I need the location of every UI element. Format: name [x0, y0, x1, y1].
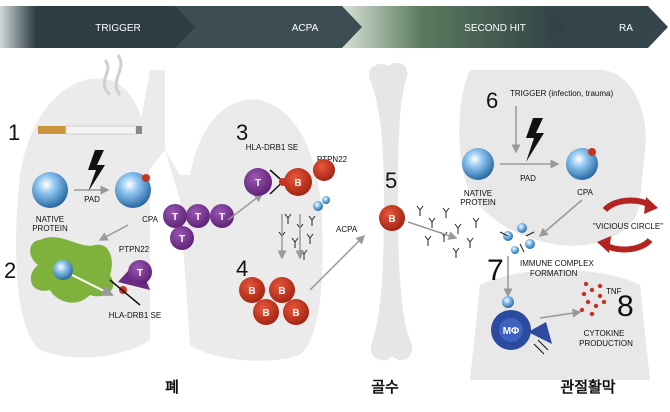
svg-text:T: T [255, 178, 261, 189]
step-number-5: 5 [385, 168, 397, 193]
plasma-b-cell [379, 205, 405, 231]
svg-text:B: B [262, 308, 269, 319]
stage-label-ra: RA [619, 23, 633, 34]
native-protein-sphere-2 [462, 148, 494, 180]
svg-text:B: B [292, 308, 299, 319]
lightning-icon-2 [526, 118, 544, 162]
step-number-2: 2 [4, 258, 16, 283]
stage-arrow-second-hit [342, 6, 570, 48]
tnf-label: TNF [606, 287, 622, 296]
native-protein-label-line1: NATIVE [36, 215, 64, 224]
svg-text:T: T [179, 234, 185, 245]
native-protein-sphere [32, 172, 68, 208]
cytokine-label-line1: CYTOKINE [584, 329, 625, 338]
stage-arrow-acpa [175, 6, 365, 48]
cpa-sphere-2 [566, 148, 598, 180]
macrophage-label: MΦ [503, 326, 520, 337]
stage-label-acpa: ACPA [292, 23, 319, 34]
joint-silhouette [459, 70, 650, 380]
acpa-label: ACPA [336, 225, 358, 234]
immune-complex-label-line2: FORMATION [530, 269, 578, 278]
immune-complexes [499, 223, 535, 254]
step-number-1: 1 [8, 120, 20, 145]
native-protein-2-label-line1: NATIVE [464, 189, 492, 198]
svg-text:B: B [294, 178, 301, 189]
lightning-icon [88, 150, 105, 192]
stage-label-trigger: TRIGGER [95, 23, 141, 34]
pad-label: PAD [84, 195, 100, 204]
hla-label-right: HLA-DRB1 SE [246, 143, 298, 152]
ptpn22-label-right: PTPN22 [317, 155, 348, 164]
cytokine-dots [579, 281, 607, 317]
svg-text:T: T [219, 212, 225, 223]
organ-label-bone-marrow: 골수 [371, 379, 399, 396]
step-number-8: 8 [617, 290, 634, 323]
cigarette [38, 54, 142, 135]
stage-arrow-trigger [0, 6, 198, 48]
vicious-circle-label: "VICIOUS CIRCLE" [593, 222, 663, 231]
cpa-label-2: CPA [577, 188, 594, 197]
step-number-7: 7 [487, 254, 504, 287]
svg-text:B: B [278, 286, 285, 297]
organ-label-joint: 관절활막 [560, 378, 615, 396]
cpa-label: CPA [142, 215, 159, 224]
stage-arrow-ra [547, 6, 668, 48]
svg-text:T: T [195, 212, 201, 223]
vicious-circle-arrows [597, 197, 658, 253]
t-b-cell-interaction: T B [244, 159, 335, 211]
svg-text:B: B [388, 214, 395, 225]
cytokine-label-line2: PRODUCTION [579, 339, 633, 348]
t-cell-cluster: T T T T [163, 204, 234, 250]
b-cell-cluster: B B B B [239, 277, 309, 325]
organ-label-lung: 폐 [165, 379, 179, 396]
immune-complex-label-line1: IMMUNE COMPLEX [520, 259, 594, 268]
step-number-3: 3 [236, 120, 248, 145]
step-number-4: 4 [236, 256, 248, 281]
svg-text:B: B [248, 286, 255, 297]
svg-text:T: T [172, 212, 178, 223]
native-protein-label-line2: PROTEIN [32, 224, 68, 233]
trigger-info-label: TRIGGER (infection, trauma) [510, 89, 613, 98]
stage-label-second-hit: SECOND HIT [464, 23, 526, 34]
cpa-sphere [115, 172, 151, 208]
step-number-6: 6 [486, 88, 498, 113]
pad-label-2: PAD [520, 174, 536, 183]
stage-header: TRIGGER ACPA SECOND HIT RA [0, 6, 668, 48]
acpa-antibodies-circulating [416, 205, 480, 258]
native-protein-2-label-line2: PROTEIN [460, 198, 496, 207]
svg-text:T: T [137, 268, 143, 279]
ptpn22-label-left: PTPN22 [119, 245, 150, 254]
t-cell-presenting: T [118, 260, 152, 290]
hla-label-left: HLA-DRB1 SE [109, 311, 161, 320]
